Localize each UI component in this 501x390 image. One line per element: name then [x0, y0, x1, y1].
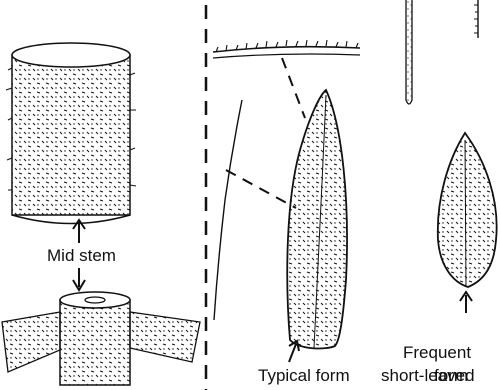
leaf-margin-detail — [213, 40, 360, 58]
leaf-cross-section — [214, 100, 242, 320]
typical-form-leaf — [287, 90, 347, 348]
leaf-tip-fragments — [406, 0, 478, 104]
stem-segment-with-leaves — [2, 292, 200, 385]
mid-stem-cylinder — [6, 43, 136, 224]
frequent-label-line3: form — [434, 366, 468, 386]
frequent-label-line1: Frequent — [403, 343, 471, 363]
typical-form-arrow — [289, 344, 296, 362]
typical-form-label: Typical form — [258, 366, 350, 386]
short-leaved-form-leaf — [438, 133, 497, 287]
mid-stem-label: Mid stem — [47, 246, 116, 266]
